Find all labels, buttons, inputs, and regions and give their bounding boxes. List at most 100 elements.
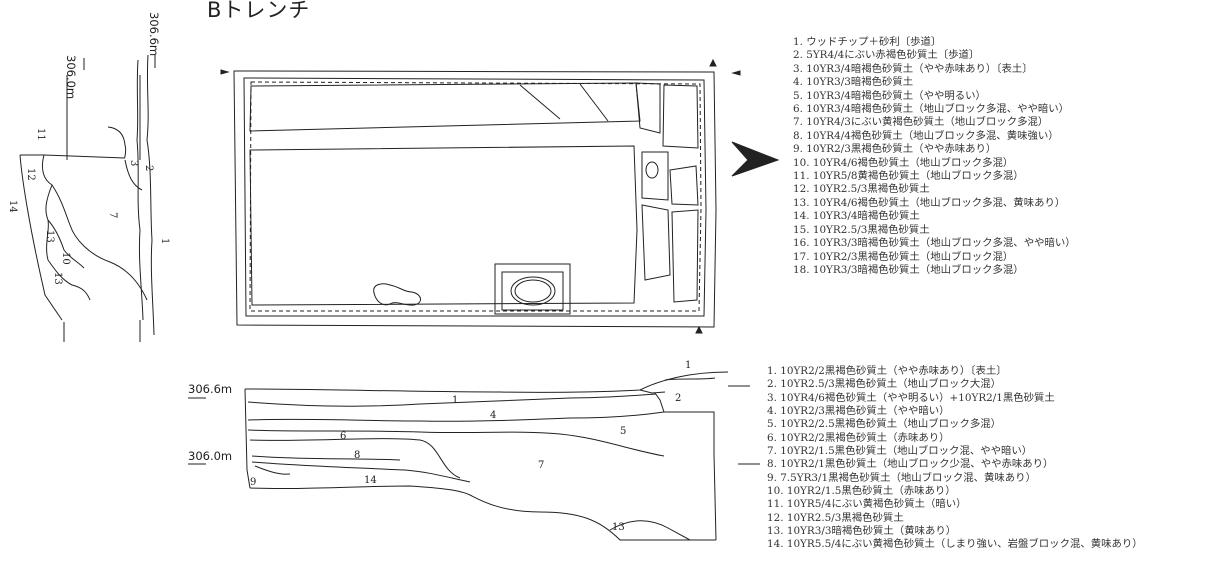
legend-item: 2. 10YR2.5/3黒褐色砂質土（地山ブロック大混） bbox=[767, 378, 1002, 391]
legend-item: 1. ウッドチップ＋砂利〔歩道〕 bbox=[793, 36, 942, 48]
legend-item: 4. 10YR3/3暗褐色砂質土 bbox=[793, 76, 914, 89]
section-layer-legend: 1. 10YR2/2黒褐色砂質土（やや赤味あり）〔表土〕 2. 10YR2.5/… bbox=[767, 365, 1143, 552]
section-bottom bbox=[249, 485, 716, 541]
layer-boundary bbox=[251, 461, 471, 483]
plan-feature-line bbox=[579, 83, 609, 122]
legend-item: 3. 10YR4/6褐色砂質土（やや明るい）+10YR2/1黒色砂質土 bbox=[767, 391, 1055, 404]
legend-item: 15. 10YR2.5/3黒褐色砂質土 bbox=[793, 223, 930, 236]
layer-label: 8 bbox=[354, 450, 360, 461]
layer-boundary bbox=[41, 154, 53, 261]
plan-feature-block bbox=[641, 204, 671, 281]
layer-label: 10 bbox=[60, 252, 71, 265]
section-wall bbox=[654, 392, 717, 541]
layer-label: 1 bbox=[159, 238, 170, 244]
vertical-elevation-306-0: 306.0m bbox=[64, 55, 78, 99]
legend-item: 6. 10YR2/2黒褐色砂質土（赤味あり） bbox=[767, 431, 950, 444]
layer-label: 1 bbox=[452, 395, 458, 406]
layer-label: 12 bbox=[25, 168, 36, 181]
layer-boundary bbox=[47, 219, 85, 269]
plan-feature-band bbox=[249, 82, 641, 132]
layer-label: 11 bbox=[35, 128, 46, 141]
plan-feature-block bbox=[669, 165, 699, 206]
layer-boundary bbox=[247, 393, 657, 407]
legend-item: 16. 10YR3/3暗褐色砂質土（地山ブロック多混、やや暗い） bbox=[793, 237, 1076, 250]
layer-label: 14 bbox=[7, 200, 18, 213]
legend-item: 8. 10YR2/1黒色砂質土（地山ブロック少混、やや赤味あり） bbox=[767, 458, 1054, 471]
legend-item: 4. 10YR2/3黒褐色砂質土（やや暗い） bbox=[767, 405, 950, 418]
plan-edge-stones bbox=[249, 81, 702, 312]
horizontal-elevation-306-0: 306.0m bbox=[188, 449, 232, 463]
layer-label: 2 bbox=[143, 165, 154, 171]
legend-item: 5. 10YR3/4暗褐色砂質土（やや明るい） bbox=[793, 89, 986, 102]
plan-inner-outline bbox=[243, 77, 707, 317]
layer-boundary bbox=[609, 520, 691, 541]
layer-label: 6 bbox=[340, 431, 346, 442]
legend-item: 18. 10YR3/3暗褐色砂質土（地山ブロック多混） bbox=[793, 263, 1024, 276]
survey-marker bbox=[220, 69, 230, 75]
survey-marker bbox=[709, 58, 717, 67]
section-wall bbox=[244, 388, 251, 489]
layer-label: 13 bbox=[52, 272, 63, 285]
legend-item: 2. 5YR4/4にぶい赤褐色砂質土〔歩道〕 bbox=[793, 49, 980, 62]
layer-boundary bbox=[247, 429, 665, 457]
legend-item: 8. 10YR4/4褐色砂質土（地山ブロック多混、黄味強い） bbox=[793, 129, 1059, 142]
layer-label: 9 bbox=[250, 477, 256, 488]
layer-boundary bbox=[51, 184, 148, 301]
legend-item: 11. 10YR5/8黄褐色砂質土（地山ブロック多混） bbox=[793, 170, 1024, 183]
trench-title: Bトレンチ bbox=[207, 0, 311, 22]
survey-marker bbox=[731, 70, 741, 76]
plan-feature-block bbox=[494, 263, 571, 315]
horizontal-elevation-306-6: 306.6m bbox=[188, 382, 232, 396]
plan-feature-block bbox=[662, 84, 699, 149]
layer-label: 4 bbox=[490, 410, 496, 421]
plan-main-area bbox=[249, 145, 638, 306]
legend-item: 12. 10YR2.5/3黒褐色砂質土 bbox=[767, 511, 904, 524]
plan-layer-legend: 1. ウッドチップ＋砂利〔歩道〕 2. 5YR4/4にぶい赤褐色砂質土〔歩道〕 … bbox=[793, 36, 1076, 277]
layer-label: 7 bbox=[107, 212, 118, 218]
layer-boundary bbox=[249, 438, 461, 479]
survey-marker bbox=[695, 325, 703, 334]
layer-boundary bbox=[20, 154, 126, 159]
vertical-elevation-306-6: 306.6m bbox=[147, 12, 161, 56]
layer-label: 5 bbox=[620, 426, 626, 437]
plan-pit bbox=[645, 161, 659, 179]
legend-item: 6. 10YR3/4暗褐色砂質土（地山ブロック多混、やや暗い） bbox=[793, 103, 1070, 116]
layer-label: 3 bbox=[128, 160, 139, 166]
layer-boundary bbox=[124, 159, 143, 191]
north-arrow-icon bbox=[731, 141, 780, 177]
legend-item: 3. 10YR3/4暗褐色砂質土（やや赤味あり）〔表土〕 bbox=[793, 62, 1033, 75]
layer-label: 1 bbox=[685, 360, 691, 371]
layer-boundary bbox=[47, 259, 91, 301]
section-outline bbox=[19, 154, 63, 321]
layer-label: 2 bbox=[675, 393, 681, 404]
legend-item: 14. 10YR3/4暗褐色砂質土 bbox=[793, 210, 920, 223]
layer-label: 13 bbox=[612, 522, 625, 533]
layer-label: 14 bbox=[364, 475, 377, 486]
vertical-section bbox=[19, 54, 156, 342]
legend-item: 13. 10YR3/3暗褐色砂質土（黄味あり） bbox=[767, 525, 957, 538]
plan-feature-block bbox=[641, 151, 669, 201]
legend-item: 9. 10YR2/3黒褐色砂質土（やや赤味あり） bbox=[793, 143, 997, 156]
layer-boundary bbox=[639, 389, 666, 394]
legend-item: 12. 10YR2.5/3黒褐色砂質土 bbox=[793, 183, 930, 196]
plan-outer-outline bbox=[233, 70, 717, 328]
legend-item: 7. 10YR4/3にぶい黄褐色砂質土（地山ブロック多混） bbox=[793, 116, 1049, 129]
plan-feature-block bbox=[501, 271, 564, 311]
legend-item: 14. 10YR5.5/4にぶい黄褐色砂質土（しまり強い、岩盤ブロック混、黄味あ… bbox=[767, 538, 1143, 551]
layer-boundary bbox=[136, 59, 144, 321]
layer-label: 13 bbox=[44, 230, 55, 243]
legend-item: 10. 10YR2/1.5黒色砂質土（赤味あり） bbox=[767, 485, 956, 498]
plan-oval-pit bbox=[510, 276, 556, 306]
layer-boundary bbox=[664, 377, 716, 381]
section-surface bbox=[244, 371, 729, 393]
plan-feature-block bbox=[635, 82, 661, 134]
layer-label: 7 bbox=[538, 460, 544, 471]
plan-feature-block bbox=[671, 209, 699, 303]
legend-item: 7. 10YR2/1.5黒色砂質土（地山ブロック混、やや暗い） bbox=[767, 445, 1033, 458]
layer-boundary bbox=[247, 411, 665, 422]
legend-item: 9. 7.5YR3/1黒褐色砂質土（地山ブロック混、黄味あり） bbox=[767, 471, 1036, 484]
legend-item: 5. 10YR2/2.5黒褐色砂質土（地山ブロック多混） bbox=[767, 418, 1002, 431]
plan-feature-line bbox=[519, 84, 561, 120]
plan-irregular-pit bbox=[373, 283, 421, 306]
